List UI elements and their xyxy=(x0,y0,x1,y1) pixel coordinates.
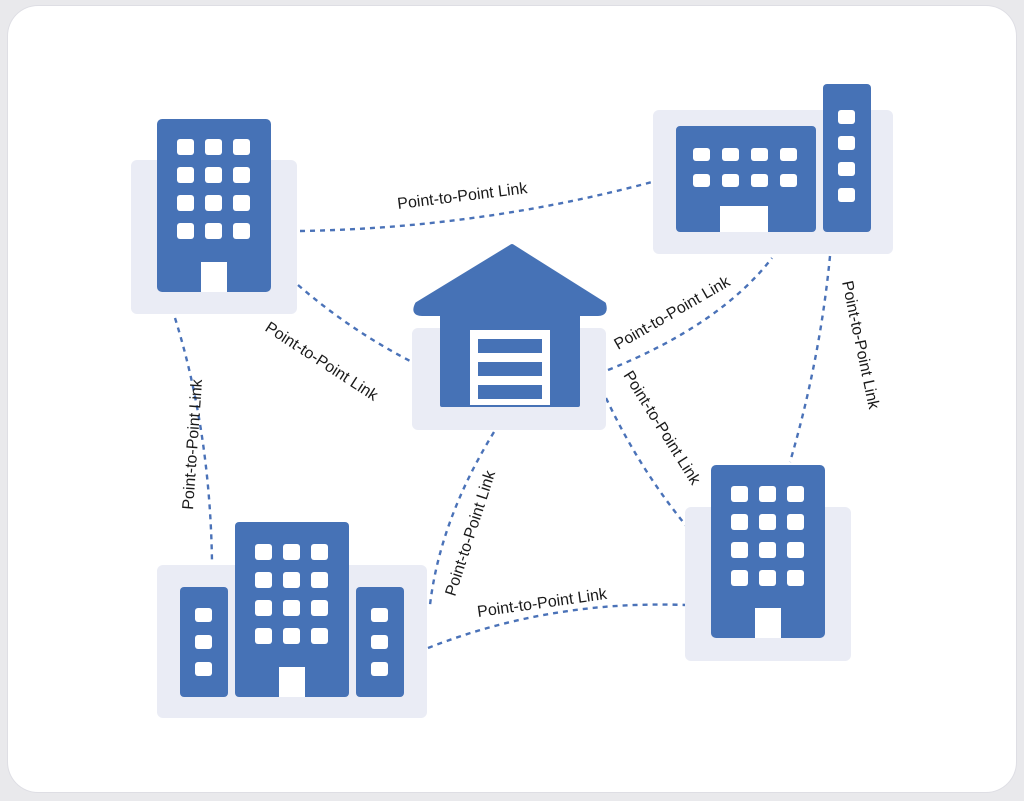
factory-topright xyxy=(653,84,893,254)
link-label-hq-warehouse: Point-to-Point Link xyxy=(262,319,382,405)
link-line-warehouse-factory xyxy=(607,257,773,372)
link-label-hq-factory: Point-to-Point Link xyxy=(396,180,529,213)
office-campus-bottomleft xyxy=(157,522,427,718)
link-line-hq-warehouse xyxy=(297,284,413,364)
office-building-icon xyxy=(711,465,825,638)
office-campus-icon xyxy=(180,522,404,697)
factory-icon xyxy=(676,84,871,232)
link-label-warehouse-tower: Point-to-Point Link xyxy=(620,368,704,489)
warehouse-icon xyxy=(413,244,607,407)
link-line-campus-tower xyxy=(427,603,687,650)
links xyxy=(173,180,832,650)
link-label-factory-tower: Point-to-Point Link xyxy=(838,279,882,411)
office-building-icon xyxy=(157,119,271,292)
link-line-warehouse-campus xyxy=(428,431,496,606)
office-building-bottomright xyxy=(685,465,851,661)
link-label-campus-tower: Point-to-Point Link xyxy=(476,586,609,621)
office-building-topleft xyxy=(131,119,297,314)
link-line-hq-campus xyxy=(173,317,214,563)
warehouse-center xyxy=(412,244,607,430)
link-label-hq-campus: Point-to-Point Link xyxy=(180,378,206,511)
link-line-factory-tower xyxy=(788,255,832,463)
link-label-warehouse-campus: Point-to-Point Link xyxy=(443,468,500,599)
